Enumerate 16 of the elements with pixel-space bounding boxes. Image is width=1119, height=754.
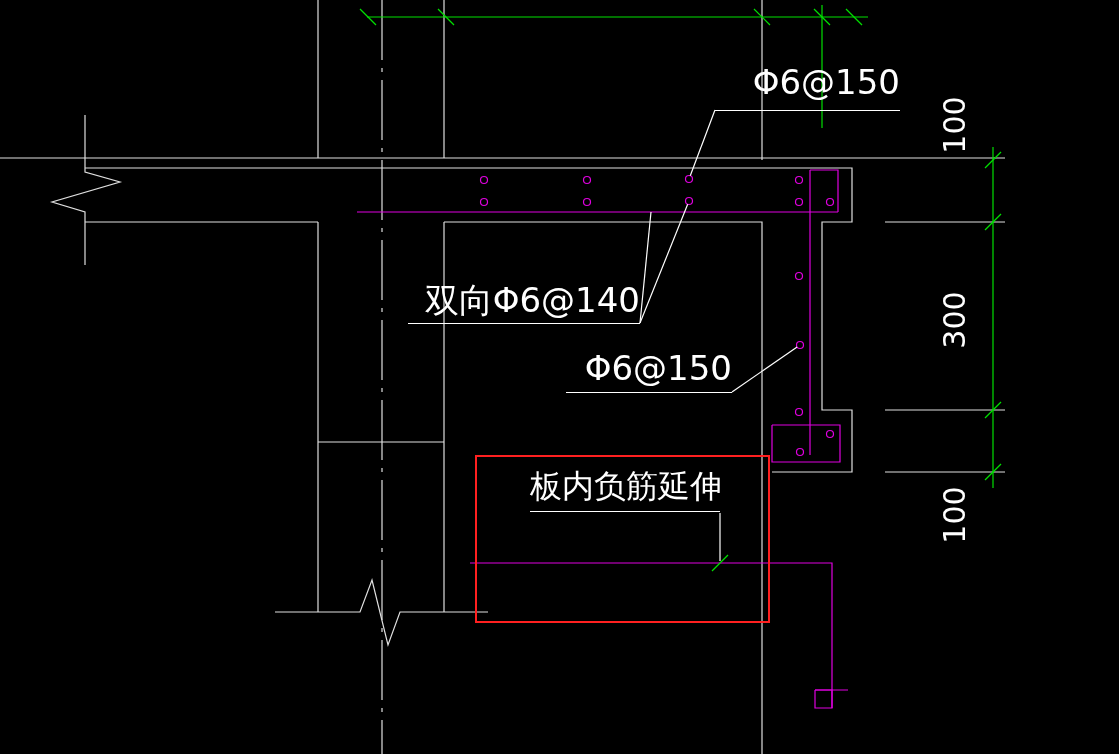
leader-line [731, 346, 798, 393]
rebar-callout: 双向Φ6@140 [408, 280, 640, 324]
rebar-callout: Φ6@150 [715, 62, 900, 111]
leader-line [639, 203, 689, 324]
rebar-dot [795, 340, 805, 350]
dimension-text: 100 [937, 95, 973, 155]
rebar-callout: Φ6@150 [566, 348, 732, 393]
dimension-text: 300 [937, 290, 973, 350]
dimension-text: 100 [937, 485, 973, 545]
annotation-text: 板内负筋延伸 [530, 461, 720, 512]
rebar-dot [684, 174, 694, 184]
highlight-frame [475, 455, 770, 623]
leader-line [689, 109, 716, 177]
leader-line [719, 512, 721, 562]
leader-line [639, 211, 652, 324]
rebar-dot [684, 196, 694, 206]
